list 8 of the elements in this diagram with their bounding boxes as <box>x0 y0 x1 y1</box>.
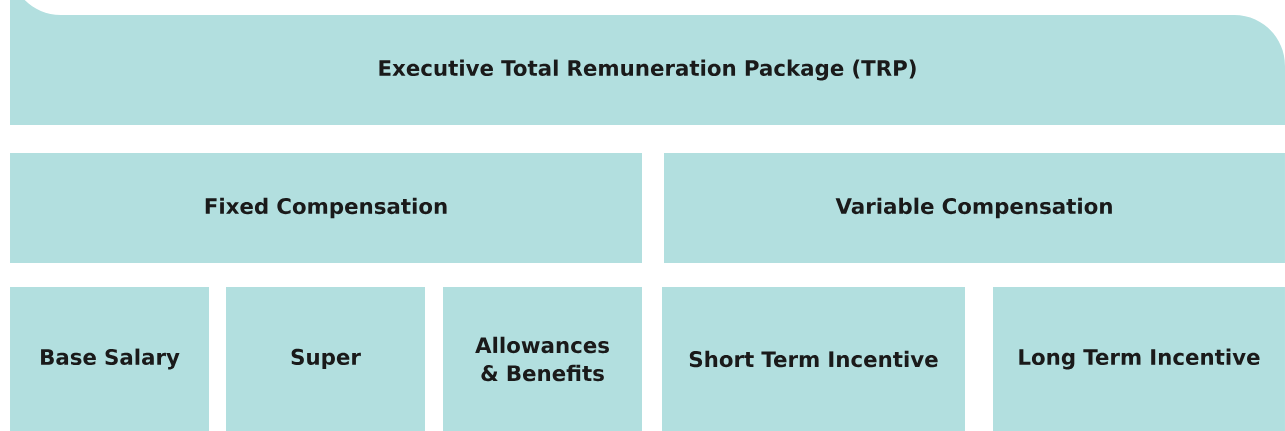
category-box: Allowances & Benefits <box>443 287 642 431</box>
category-box: Base Salary <box>10 287 209 431</box>
category-box: Variable Compensation <box>664 153 1285 263</box>
banner: Executive Total Remuneration Package (TRP) <box>10 0 1285 125</box>
category-box: Short Term Incentive <box>662 287 965 431</box>
category-box: Long Term Incentive <box>993 287 1285 431</box>
category-box: Fixed Compensation <box>10 153 642 263</box>
category-box: Super <box>226 287 425 431</box>
